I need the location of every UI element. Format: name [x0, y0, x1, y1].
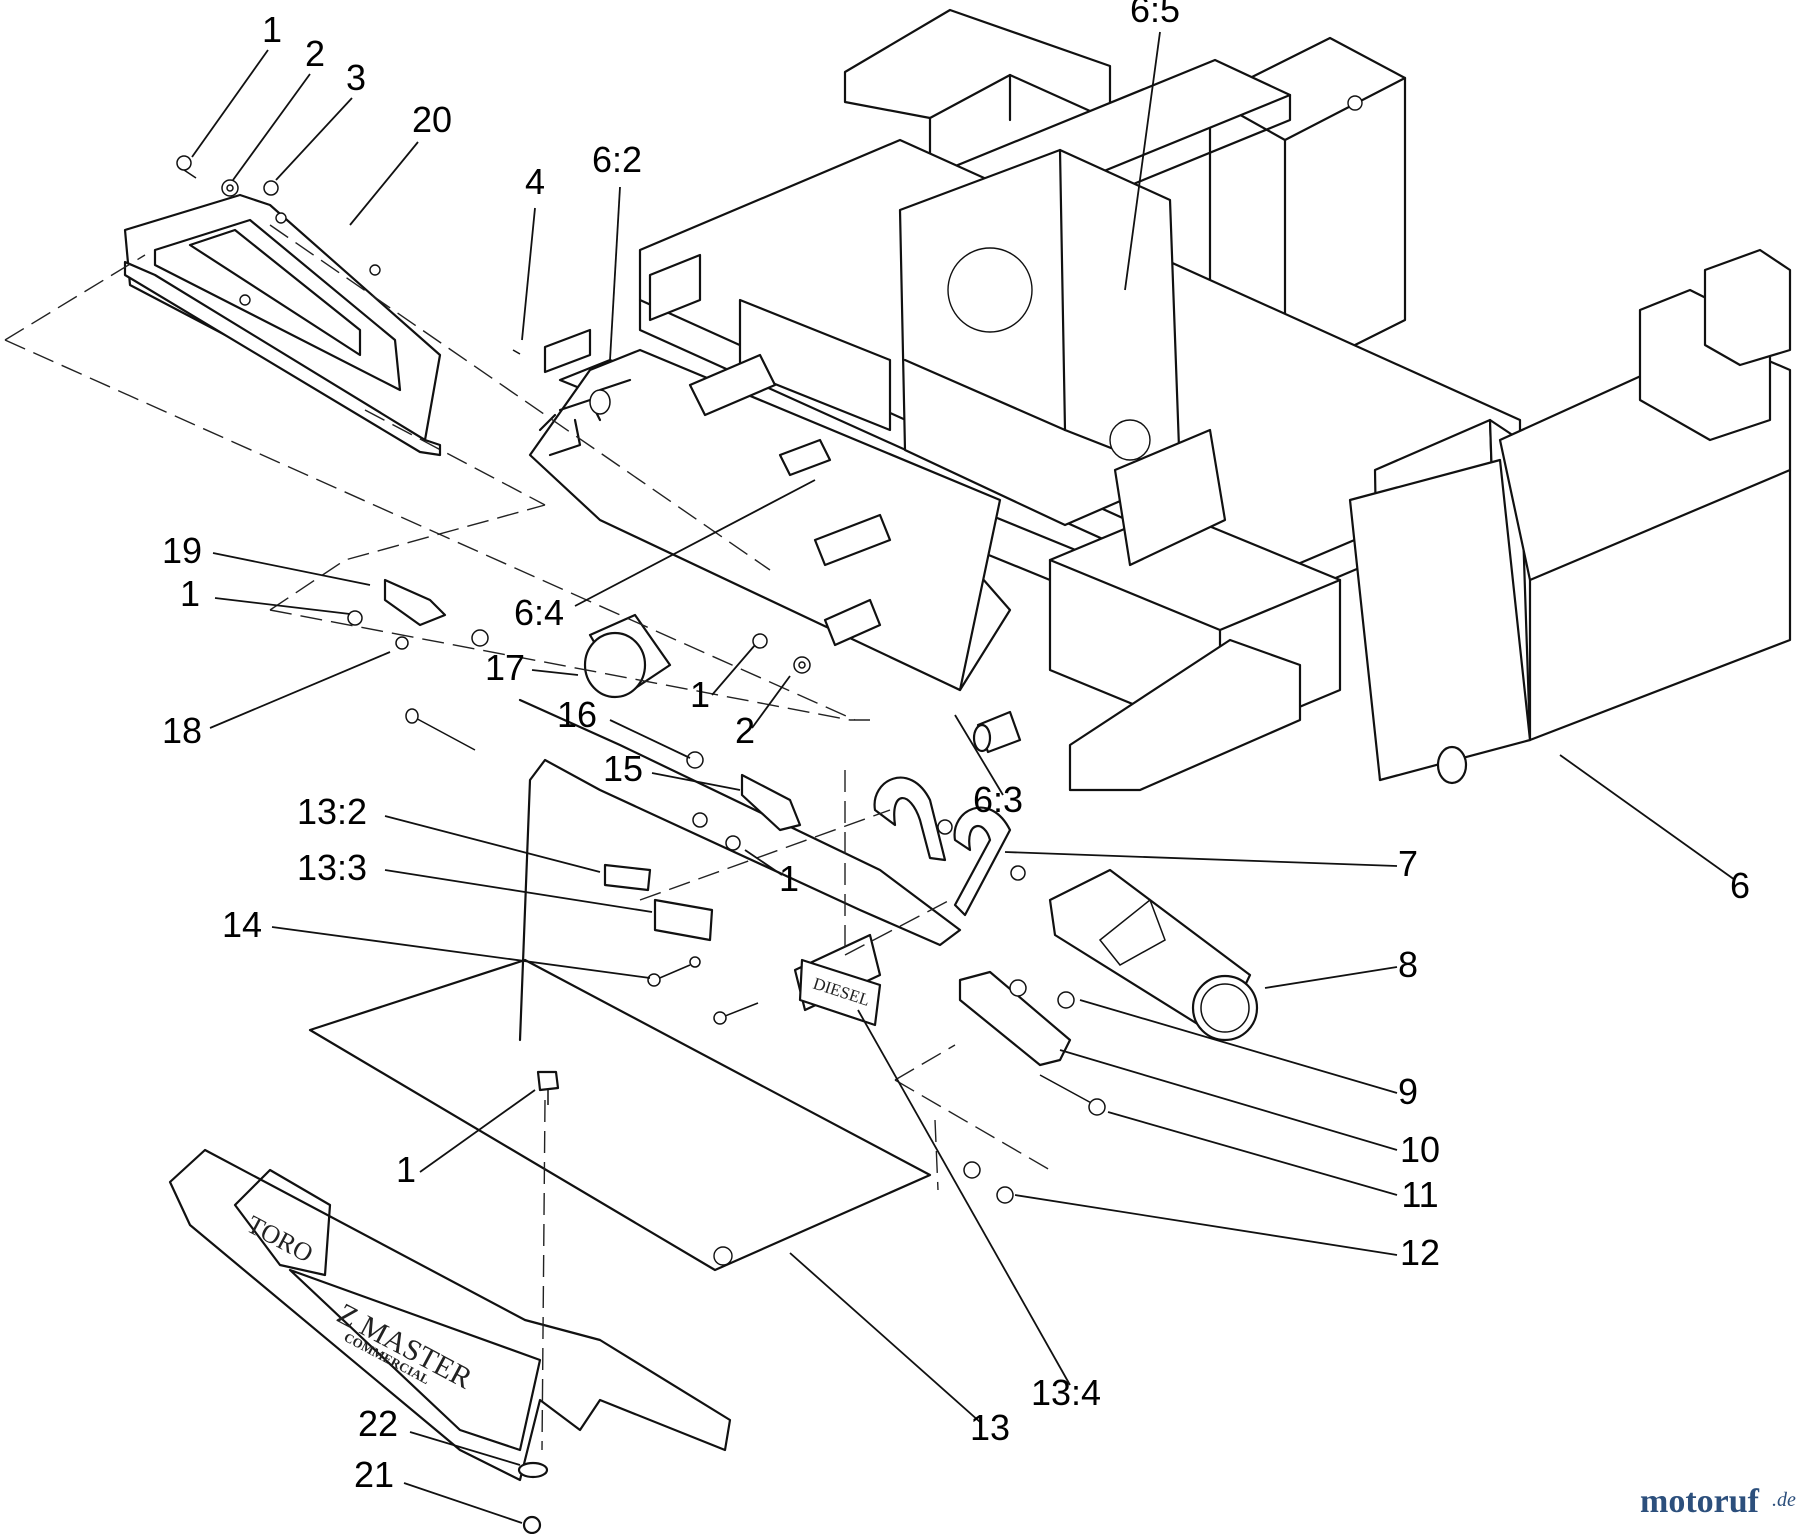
callout-c1c: 1 — [690, 674, 710, 715]
callout-c3: 3 — [346, 57, 366, 98]
callout-c8: 8 — [1398, 944, 1418, 985]
callout-c17: 17 — [485, 647, 525, 688]
callout-c6: 6 — [1730, 865, 1750, 906]
callout-c10: 10 — [1400, 1129, 1440, 1170]
callout-c2a: 2 — [305, 33, 325, 74]
callout-c14: 14 — [222, 904, 262, 945]
callout-c134: 13:4 — [1031, 1372, 1101, 1413]
callout-c1d: 1 — [779, 858, 799, 899]
callout-c9: 9 — [1398, 1071, 1418, 1112]
watermark: motoruf .de — [1640, 1483, 1796, 1520]
callout-c62: 6:2 — [592, 139, 642, 180]
leader-lines — [191, 31, 1736, 1524]
callout-c22: 22 — [358, 1403, 398, 1444]
callout-c20: 20 — [412, 99, 452, 140]
callout-c15: 15 — [603, 748, 643, 789]
callout-c4: 4 — [525, 161, 545, 202]
callout-c65: 6:5 — [1130, 0, 1180, 30]
callout-c13: 13 — [970, 1407, 1010, 1448]
main-frame — [528, 8, 1792, 792]
callout-c19: 19 — [162, 530, 202, 571]
callout-c21: 21 — [354, 1454, 394, 1495]
callout-c11: 11 — [1401, 1174, 1438, 1215]
hardware-parts — [176, 155, 1259, 1534]
callout-c12: 12 — [1400, 1232, 1440, 1273]
callout-c64: 6:4 — [514, 592, 564, 633]
callout-c63: 6:3 — [973, 779, 1023, 820]
console-cover-part-20 — [123, 193, 442, 457]
watermark-tld: .de — [1772, 1489, 1796, 1511]
callout-c7: 7 — [1398, 843, 1418, 884]
callout-c132: 13:2 — [297, 791, 367, 832]
callout-c133: 13:3 — [297, 847, 367, 888]
callout-c1b: 1 — [180, 573, 200, 614]
callout-c1a: 1 — [262, 9, 282, 50]
callout-c2b: 2 — [735, 710, 755, 751]
callout-c16: 16 — [557, 694, 597, 735]
assembly-guide-lines — [4, 224, 1051, 1451]
watermark-brand: motoruf — [1640, 1483, 1760, 1520]
callout-c18: 18 — [162, 710, 202, 751]
callout-c1e: 1 — [396, 1149, 416, 1190]
step-cover — [168, 1148, 732, 1482]
